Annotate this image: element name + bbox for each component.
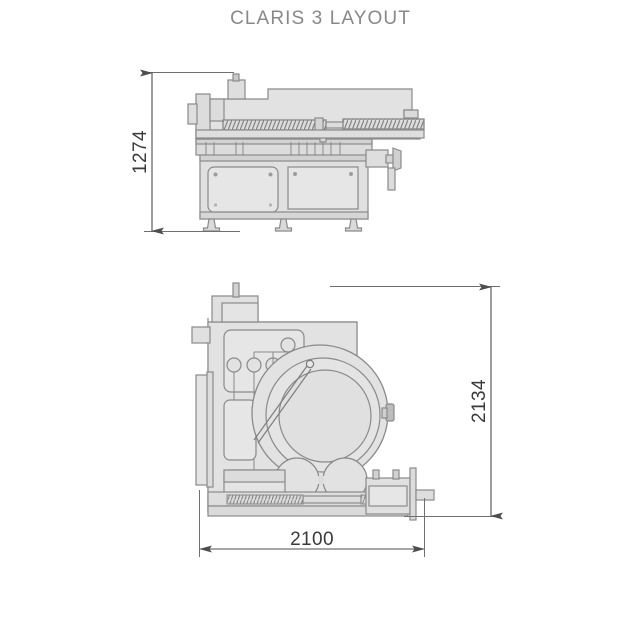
front-right-step [403,109,419,119]
dimension-height-side: 2134 [330,283,503,520]
side-left-panel [195,371,214,488]
front-table-lip [195,129,425,139]
front-cabinet-panel-left [207,166,279,213]
side-motor-assembly [365,467,435,521]
dimension-width-side: 2100 [199,490,425,557]
side-valve-1 [226,357,242,373]
side-head-column [211,282,259,323]
side-rail-shaft [302,495,362,504]
side-lower-rollers [274,457,368,503]
front-cabinet-panel-right [287,166,359,210]
front-left-inner-block [209,98,225,122]
front-handwheel [365,147,402,191]
side-valve-2 [246,357,262,373]
dimension-label-1274: 1274 [130,130,151,174]
front-leveling-feet [202,218,363,232]
front-elevation [187,73,425,232]
page-title: CLARIS 3 LAYOUT [230,8,411,29]
front-left-bracket [187,103,198,125]
front-rail-right [342,118,425,130]
side-valve-4 [280,337,296,353]
dimension-height-front: 1274 [130,69,240,235]
side-drum-assembly [251,344,395,482]
side-elevation [191,282,435,521]
side-mid-panel [223,399,257,461]
side-motor-post-right [392,469,400,480]
dimension-label-2134: 2134 [469,379,490,423]
front-rail-left [222,119,327,131]
side-motor-post-left [372,469,380,480]
side-drum-inner [278,369,372,463]
side-drum-latch [381,403,395,422]
side-drum-arm [253,359,315,444]
dimension-label-2100: 2100 [290,529,334,550]
side-rail-hatch-left [226,494,304,505]
side-left-bracket [191,326,211,344]
front-tower-post [227,73,246,100]
front-carriage-deck [195,138,373,156]
side-motor-flange [409,467,417,521]
